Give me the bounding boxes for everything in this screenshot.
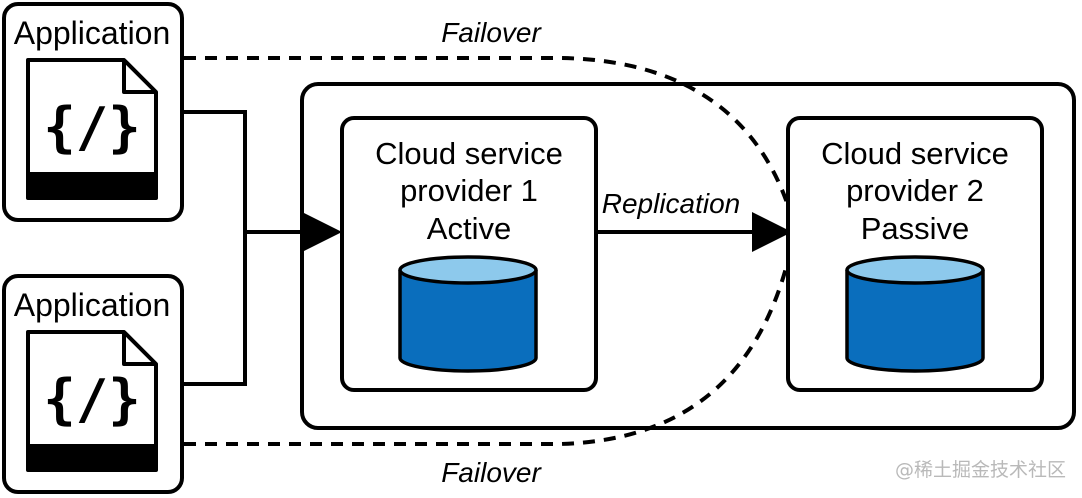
database-icon (398, 255, 538, 373)
code-file-icon: {/} (26, 58, 158, 200)
provider-2-name-line1: Cloud service (821, 136, 1009, 171)
failover-label-bottom: Failover (441, 457, 542, 488)
provider-2-name-line2: provider 2 (846, 173, 984, 208)
application-card-2: Application {/} (2, 274, 184, 494)
failover-path-top (184, 56, 814, 234)
provider-2-status: Passive (861, 211, 970, 246)
provider-1-name-line2: provider 1 (400, 173, 538, 208)
cloud-container (300, 82, 1076, 430)
provider-box-2: Cloud service provider 2 Passive (786, 116, 1044, 392)
provider-1-name-line1: Cloud service (375, 136, 563, 171)
provider-1-status: Active (427, 211, 511, 246)
failover-path-bottom (184, 230, 814, 446)
code-symbol-1: {/} (43, 96, 141, 159)
failover-label-top: Failover (441, 17, 542, 48)
application-title-2: Application (14, 287, 171, 323)
code-file-icon: {/} (26, 330, 158, 472)
application-title-1: Application (14, 15, 171, 51)
app-connector (182, 110, 247, 386)
replication-label: Replication (602, 188, 741, 219)
watermark: @稀土掘金技术社区 (895, 459, 1066, 481)
database-icon (845, 255, 985, 373)
provider-box-1: Cloud service provider 1 Active (340, 116, 598, 392)
code-symbol-2: {/} (43, 368, 141, 431)
application-card-1: Application {/} (2, 2, 184, 222)
